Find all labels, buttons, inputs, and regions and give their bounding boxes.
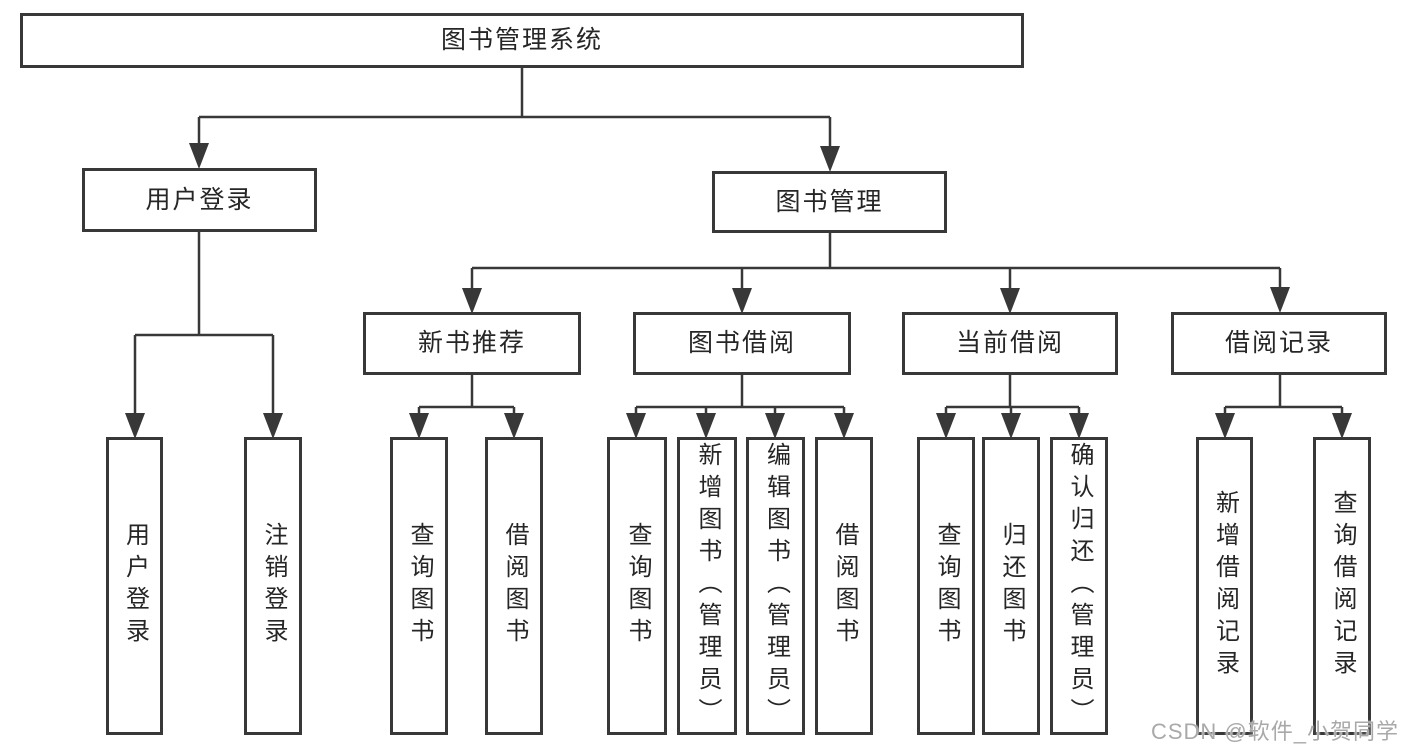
arrowhead xyxy=(1215,413,1235,439)
connector-borrow-to-leaves xyxy=(636,375,844,409)
arrowhead xyxy=(936,413,956,439)
node-user-login-action: 用户登录 xyxy=(106,437,163,735)
arrowhead xyxy=(409,413,429,439)
arrowhead xyxy=(1270,287,1290,313)
node-borrowing-records: 借阅记录 xyxy=(1171,312,1387,375)
arrowhead xyxy=(504,413,524,439)
arrowhead xyxy=(820,146,840,172)
arrowhead xyxy=(732,288,752,314)
arrowhead xyxy=(189,143,209,169)
node-recommend-query-books: 查询图书 xyxy=(390,437,448,735)
node-label: 图书管理系统 xyxy=(440,26,603,54)
connector-root-to-level2 xyxy=(199,68,830,119)
node-label: 查询图书 xyxy=(624,522,651,650)
arrowhead xyxy=(1000,288,1020,314)
connector-login-to-leaves xyxy=(135,232,273,337)
arrowhead xyxy=(626,413,646,439)
node-label: 用户登录 xyxy=(121,522,149,650)
node-label: 新书推荐 xyxy=(417,329,526,357)
node-borrow-add-books-admin: 新增图书（管理员） xyxy=(677,437,737,735)
node-borrow-borrow-books: 借阅图书 xyxy=(815,437,873,735)
node-book-management: 图书管理 xyxy=(712,171,947,233)
node-label: 借阅图书 xyxy=(501,522,528,650)
connector-records-to-leaves xyxy=(1225,375,1342,409)
arrowhead xyxy=(263,413,283,439)
node-borrow-edit-books-admin: 编辑图书（管理员） xyxy=(746,437,805,735)
node-label: 当前借阅 xyxy=(955,329,1064,357)
node-borrow-query-books: 查询图书 xyxy=(607,437,667,735)
node-label: 借阅记录 xyxy=(1224,329,1333,357)
node-current-confirm-return-admin: 确认归还（管理员） xyxy=(1050,437,1108,735)
arrowhead xyxy=(1001,413,1021,439)
node-recommend-borrow-books: 借阅图书 xyxy=(485,437,543,735)
connector-current-to-leaves xyxy=(946,375,1079,409)
connector-recommend-to-leaves xyxy=(419,375,514,409)
node-label: 用户登录 xyxy=(145,185,254,214)
node-label: 注销登录 xyxy=(260,522,287,650)
node-current-return-books: 归还图书 xyxy=(982,437,1040,735)
node-records-add-record: 新增借阅记录 xyxy=(1196,437,1253,735)
node-current-query-books: 查询图书 xyxy=(917,437,975,735)
node-label: 新增图书（管理员） xyxy=(694,442,721,730)
node-new-book-recommend: 新书推荐 xyxy=(363,312,581,375)
node-library-management-system: 图书管理系统 xyxy=(20,13,1024,68)
node-label: 新增借阅记录 xyxy=(1211,490,1239,682)
node-records-query-record: 查询借阅记录 xyxy=(1313,437,1371,735)
node-book-borrowing: 图书借阅 xyxy=(633,312,851,375)
watermark: CSDN @软件_小贺同学 xyxy=(1150,719,1399,744)
node-label: 图书借阅 xyxy=(687,329,796,357)
node-label: 查询图书 xyxy=(406,522,433,650)
arrowhead xyxy=(696,413,716,439)
node-logout-action: 注销登录 xyxy=(244,437,302,735)
arrowhead xyxy=(125,413,145,439)
arrowhead xyxy=(1332,413,1352,439)
node-label: 编辑图书（管理员） xyxy=(762,442,790,730)
arrowhead xyxy=(765,413,785,439)
arrowhead xyxy=(462,288,482,314)
node-label: 查询图书 xyxy=(933,522,960,650)
connector-mgmt-to-level3 xyxy=(472,233,1280,270)
arrowhead xyxy=(834,413,854,439)
node-label: 确认归还（管理员） xyxy=(1066,442,1093,730)
node-label: 借阅图书 xyxy=(831,522,858,650)
arrowhead xyxy=(1069,413,1089,439)
node-label: 查询借阅记录 xyxy=(1329,490,1356,682)
node-user-login-group: 用户登录 xyxy=(82,168,317,232)
node-label: 归还图书 xyxy=(998,522,1025,650)
node-label: 图书管理 xyxy=(775,187,884,216)
node-current-borrowing: 当前借阅 xyxy=(902,312,1118,375)
